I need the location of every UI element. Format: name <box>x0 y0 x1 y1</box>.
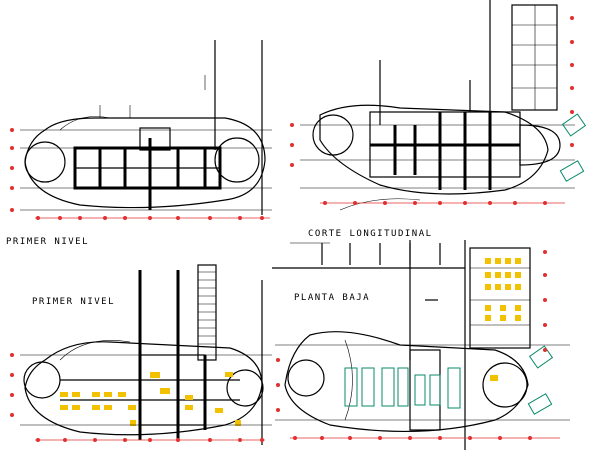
plan-top-left <box>10 40 272 220</box>
label-corte-longitudinal: CORTE LONGITUDINAL <box>308 229 433 239</box>
label-planta-baja: PLANTA BAJA <box>294 293 370 303</box>
plan-bottom-left <box>10 264 272 445</box>
section-top-right <box>290 0 587 211</box>
plan-bottom-right <box>272 240 570 450</box>
label-primer-nivel-top: PRIMER NIVEL <box>6 237 89 247</box>
label-primer-nivel-bottom: PRIMER NIVEL <box>32 297 115 307</box>
